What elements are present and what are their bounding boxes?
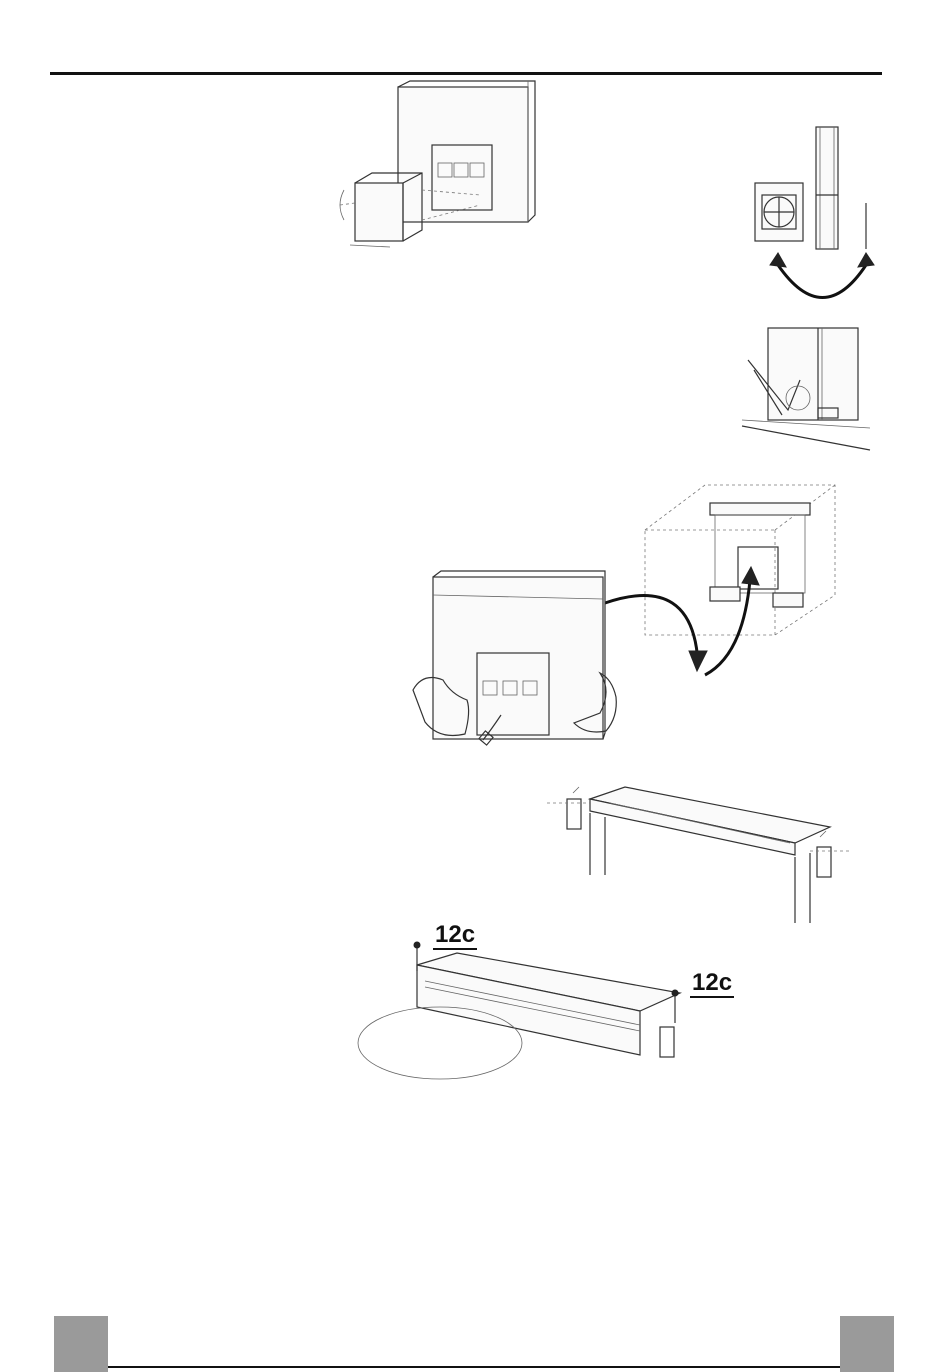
callout-label-left: 12c <box>433 922 477 950</box>
figure-bracket-fixing <box>740 320 875 455</box>
figure-top-cover-screws <box>355 945 695 1085</box>
figure-top-cover-brackets <box>545 785 855 925</box>
callout-label-right: 12c <box>690 970 734 998</box>
footer-tab-right <box>840 1316 894 1372</box>
figure-duct-adapter <box>330 85 540 260</box>
figure-duct-rotation <box>750 125 880 305</box>
footer-tab-left <box>54 1316 108 1372</box>
figure-unit-insertion <box>405 475 850 755</box>
footer-rule <box>108 1366 840 1368</box>
header-rule <box>50 72 882 75</box>
